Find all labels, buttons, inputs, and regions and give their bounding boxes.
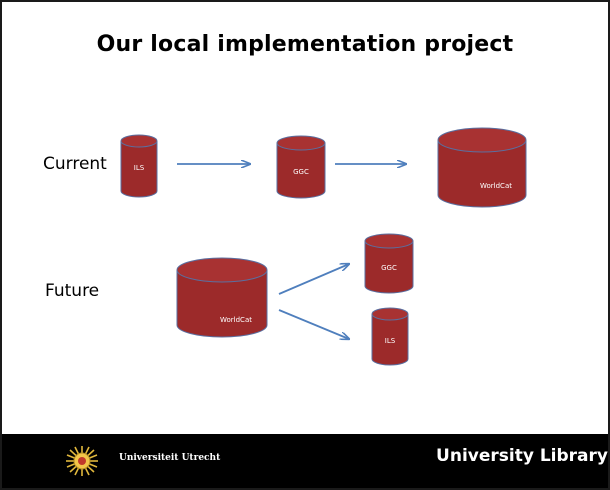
database-label: WorldCat bbox=[480, 182, 512, 190]
university-name: Universiteit Utrecht bbox=[119, 453, 221, 463]
footer-bar: Universiteit Utrecht University Library bbox=[2, 434, 608, 488]
database-cylinder-worldcat-current: WorldCat bbox=[437, 127, 527, 208]
database-cylinder-ils-future: ILS bbox=[371, 307, 409, 366]
row-label-future: Future bbox=[45, 281, 100, 301]
slide-title: Our local implementation project bbox=[96, 32, 514, 57]
database-cylinder-worldcat-future: WorldCat bbox=[176, 257, 268, 338]
database-label: WorldCat bbox=[220, 316, 252, 324]
library-name: University Library bbox=[436, 446, 608, 466]
database-label: GGC bbox=[293, 168, 309, 176]
database-label: ILS bbox=[134, 164, 145, 172]
row-label-current: Current bbox=[43, 154, 107, 174]
database-cylinder-ils-current: ILS bbox=[120, 134, 158, 198]
arrow-worldcat-to-ils bbox=[278, 309, 349, 339]
sun-seal-logo-icon bbox=[64, 445, 100, 477]
database-cylinder-ggc-current: GGC bbox=[276, 135, 326, 199]
database-label: ILS bbox=[385, 337, 396, 345]
database-cylinder-ggc-future: GGC bbox=[364, 233, 414, 294]
arrow-worldcat-to-ggc bbox=[278, 264, 349, 295]
database-label: GGC bbox=[381, 264, 397, 272]
flow-diagram: ILS GGC WorldCat WorldCat bbox=[120, 127, 527, 366]
